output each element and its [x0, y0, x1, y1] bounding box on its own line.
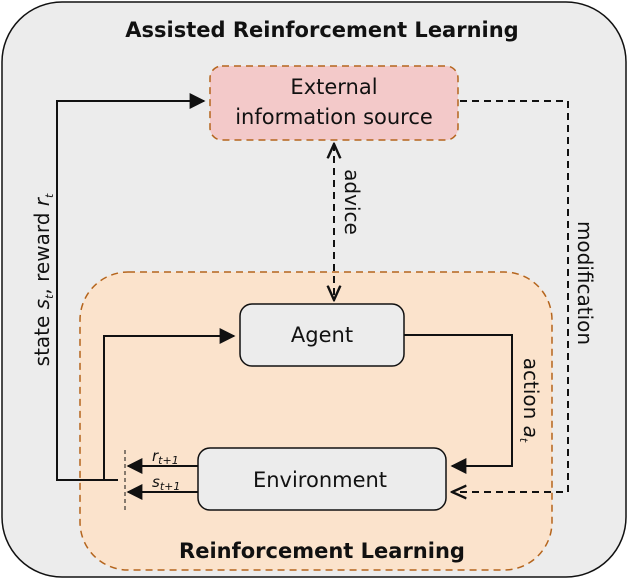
modification-label: modification: [573, 221, 597, 345]
action-subscript: t: [517, 438, 530, 443]
next-state-subscript: t+1: [160, 480, 181, 493]
environment-box: [197, 447, 447, 511]
state-subscript: t: [43, 294, 56, 299]
agent-label: Agent: [291, 323, 353, 347]
action-label: action at: [517, 358, 543, 443]
next-state-symbol: s: [152, 473, 160, 491]
state-word: state: [30, 316, 54, 367]
state-reward-label: state st, reward rt: [30, 193, 56, 366]
action-symbol: a: [519, 426, 543, 438]
external-source-label-line2: information source: [235, 105, 433, 129]
next-state-label: st+1: [152, 473, 180, 493]
reward-subscript: t: [43, 193, 56, 198]
action-word: action: [519, 358, 543, 420]
reward-word: , reward: [30, 213, 54, 295]
action-arrow: [404, 334, 513, 474]
next-reward-symbol: r: [152, 447, 159, 465]
reward-symbol: r: [30, 196, 54, 206]
environment-label: Environment: [253, 468, 387, 492]
modification-arrow: [452, 100, 569, 492]
state-reward-arrow: [56, 93, 206, 481]
external-source-label-line1: External: [290, 75, 377, 99]
next-reward-subscript: t+1: [158, 454, 179, 467]
advice-label: advice: [340, 169, 364, 235]
inner-title: Reinforcement Learning: [179, 539, 465, 563]
outer-title: Assisted Reinforcement Learning: [125, 18, 518, 42]
next-reward-label: rt+1: [152, 447, 179, 467]
feedback-to-agent-arrow: [103, 328, 236, 480]
state-symbol: s: [30, 299, 54, 309]
external-source-box: [209, 65, 459, 141]
